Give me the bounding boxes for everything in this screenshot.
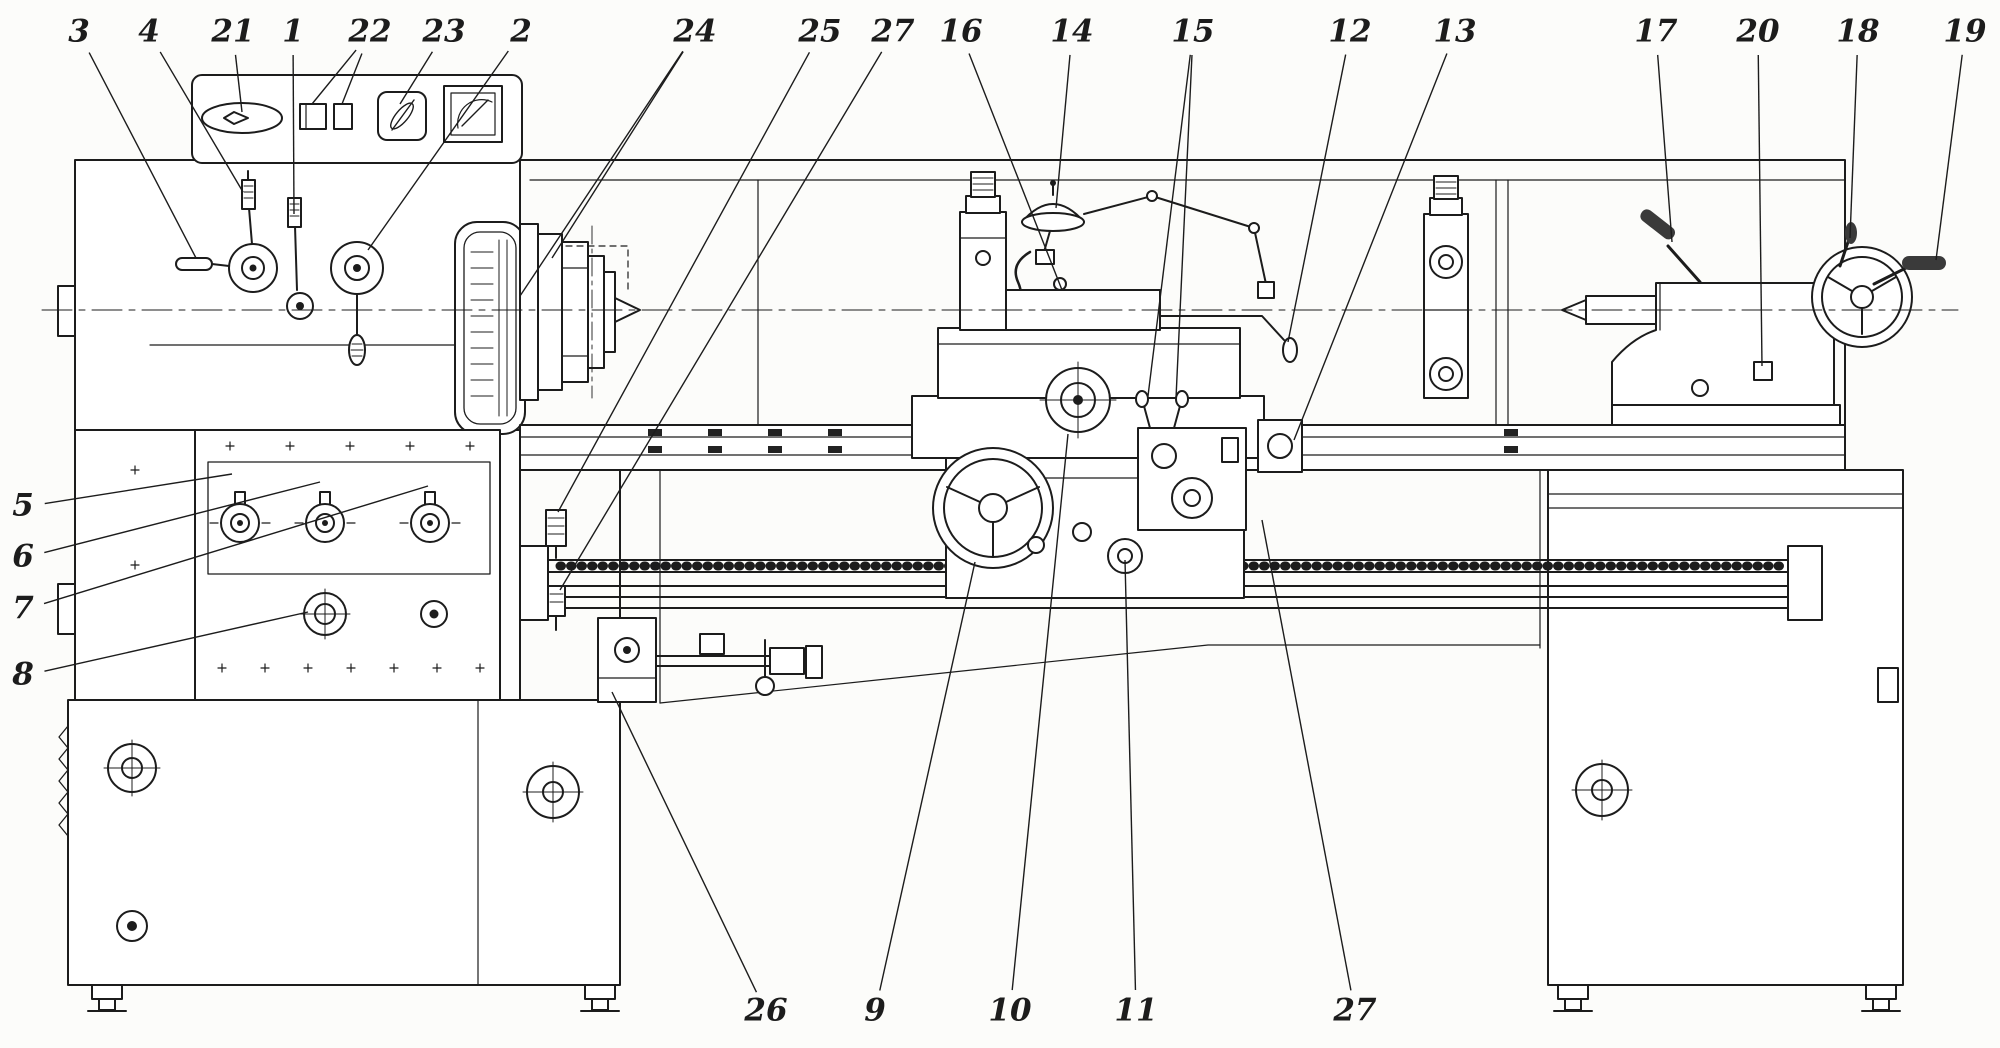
callout-10: 10	[988, 993, 1032, 1029]
tailstock-base	[1611, 404, 1841, 426]
callout-leader-24	[519, 50, 684, 297]
cross-lever	[1159, 315, 1285, 341]
break-edge	[58, 725, 69, 837]
callout-2: 2	[509, 14, 532, 50]
callout-25: 25	[797, 14, 841, 50]
callout-23: 23	[421, 14, 465, 50]
callout-leader-9	[879, 561, 976, 991]
callout-leader-17	[1656, 54, 1673, 243]
feed-gearbox	[130, 429, 501, 701]
callout-leader-27	[559, 51, 883, 591]
rod-bracket-left	[519, 545, 549, 621]
callout-leader-10	[1011, 433, 1069, 991]
feed-drive-mechanism	[597, 617, 823, 703]
speed-levers	[175, 170, 384, 366]
callout-17: 17	[1634, 14, 1678, 50]
tailstock	[1561, 209, 1946, 426]
switch-block-b	[333, 103, 353, 130]
callout-7: 7	[12, 591, 34, 627]
callout-leader-22	[341, 53, 363, 105]
callout-leader-18	[1849, 54, 1858, 239]
callout-leader-26	[611, 691, 758, 993]
callout-27: 27	[870, 14, 915, 50]
gear-plate	[454, 221, 526, 435]
callout-4: 4	[138, 14, 160, 50]
control-panel	[191, 74, 523, 164]
bed-end-knobs	[545, 509, 567, 631]
callout-leader-16	[968, 53, 1063, 291]
callout-14: 14	[1050, 14, 1093, 50]
rod-bracket-right	[1787, 545, 1823, 621]
friction-handle	[175, 257, 213, 271]
left-cabinet	[58, 699, 621, 986]
callout-leader-14	[1055, 54, 1071, 209]
callout-5: 5	[12, 488, 34, 524]
callout-leader-19	[1935, 54, 1963, 261]
callout-18: 18	[1836, 14, 1879, 50]
crank-arm	[1872, 266, 1908, 286]
callout-leader-3	[88, 52, 197, 259]
callout-leader-4	[159, 51, 244, 193]
callout-leader-23	[399, 51, 434, 105]
feed-selector-housing	[1137, 427, 1247, 531]
back-wall	[519, 159, 1846, 471]
callout-13: 13	[1433, 14, 1476, 50]
machine-feet	[87, 984, 1901, 1012]
switch-block-a	[299, 103, 327, 130]
callout-12: 12	[1328, 14, 1371, 50]
callout-leader-13	[1293, 53, 1448, 441]
callout-9: 9	[864, 993, 886, 1029]
callout-leader-11	[1124, 559, 1137, 991]
callout-3: 3	[68, 14, 90, 50]
steady-rest	[1423, 175, 1469, 399]
callout-19: 19	[1943, 14, 1986, 50]
callout-leader-27b	[1261, 519, 1352, 991]
callout-24: 24	[672, 14, 716, 50]
callout-leader-21	[234, 54, 243, 113]
callout-leader-5	[44, 473, 233, 505]
callout-leader-7	[43, 485, 429, 605]
quill-lock	[1838, 240, 1850, 268]
callout-leader-6	[44, 481, 321, 554]
callout-leader-8	[44, 611, 309, 672]
carriage	[911, 171, 1303, 599]
callout-leader-15	[1175, 54, 1193, 399]
callout-leader-1	[292, 54, 295, 215]
callout-15: 15	[1171, 14, 1214, 50]
callout-22: 22	[347, 14, 391, 50]
work-lamp	[1021, 180, 1275, 299]
callout-11: 11	[1114, 993, 1157, 1029]
tool-column	[959, 211, 1007, 331]
callout-leader-12	[1287, 54, 1347, 343]
callout-1: 1	[282, 14, 304, 50]
callout-leader-15	[1147, 54, 1191, 397]
callout-leader-20	[1757, 54, 1763, 367]
chuck	[519, 223, 641, 401]
callout-leader-22	[311, 49, 357, 105]
apron-handwheel	[932, 447, 1054, 569]
callout-layer: 3 4 21 1 22 23 2 24 25 27 16 14 15 12 13 17 20 18 19 5 6 7 8 26…	[11, 14, 1986, 1029]
callout-6: 6	[12, 539, 34, 575]
callout-21: 21	[210, 14, 254, 50]
callout-16: 16	[939, 14, 982, 50]
clamp-bolt	[1753, 361, 1773, 381]
right-cabinet	[1547, 469, 1904, 986]
callout-20: 20	[1735, 14, 1780, 50]
callout-leader-2	[367, 50, 509, 251]
lock-lever	[1666, 244, 1702, 284]
callout-leader-24	[551, 51, 684, 259]
callout-leader-25	[557, 51, 811, 513]
callout-27b: 27	[1332, 993, 1377, 1029]
callout-8: 8	[11, 657, 34, 693]
lathe-drawing	[41, 74, 1959, 1012]
callout-26: 26	[743, 993, 787, 1029]
crank-grip	[1902, 256, 1946, 270]
tailstock-handwheel	[1811, 246, 1913, 348]
